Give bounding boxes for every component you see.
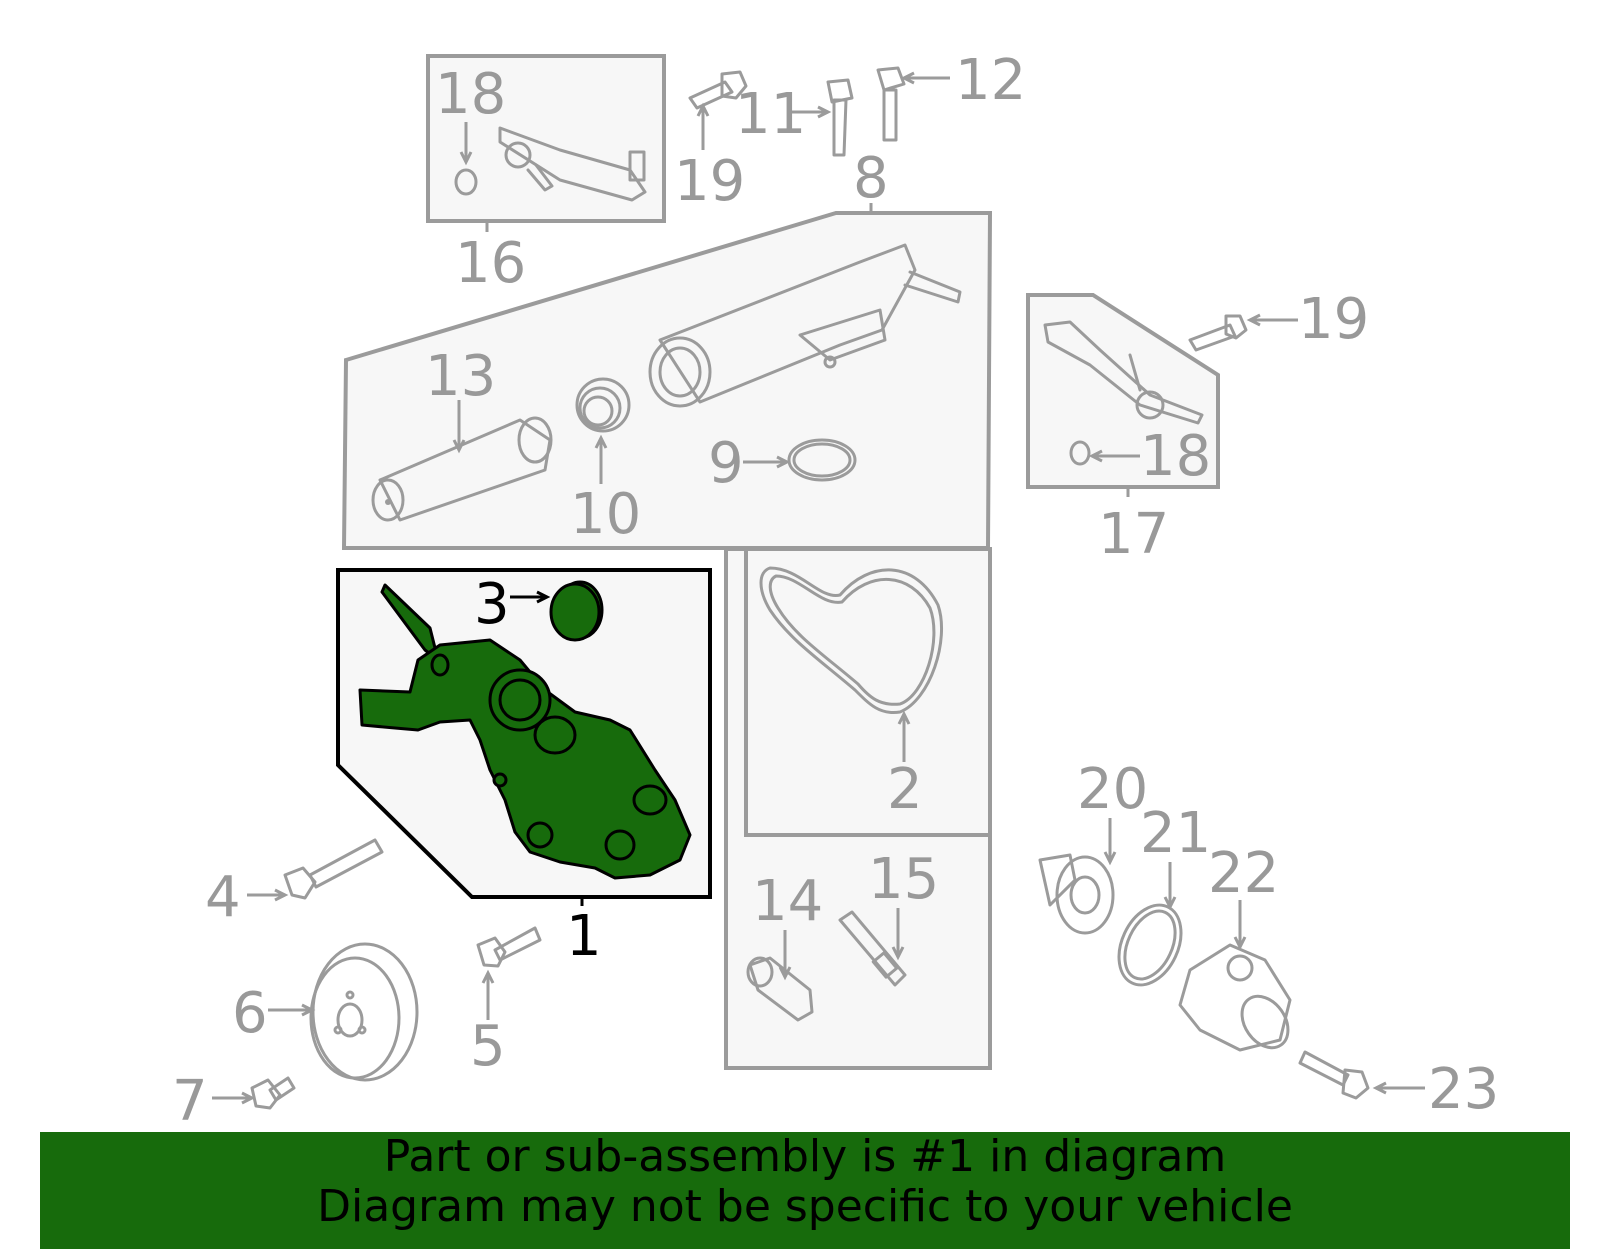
gasket-21-icon <box>1117 903 1183 987</box>
callout-2: 2 <box>887 757 923 822</box>
callout-23: 23 <box>1428 1057 1499 1122</box>
bolt-11-icon <box>826 78 854 157</box>
callout-18a: 18 <box>435 62 506 127</box>
pulley-6-icon <box>309 942 419 1082</box>
sensor-15-icon <box>838 910 907 987</box>
callout-19a: 19 <box>674 149 745 214</box>
callout-6: 6 <box>232 981 268 1046</box>
callout-10: 10 <box>570 482 641 547</box>
callout-11: 11 <box>735 82 806 147</box>
bolt-19b-icon <box>1188 314 1248 352</box>
callout-17: 17 <box>1098 502 1169 567</box>
callout-4: 4 <box>205 865 241 930</box>
bolt-5-icon <box>476 926 542 968</box>
coolant-tube-8-icon <box>648 243 962 408</box>
callout-9: 9 <box>708 431 744 496</box>
bolt-4-icon <box>283 838 384 900</box>
callout-13: 13 <box>425 344 496 409</box>
bolt-23-icon <box>1298 1050 1370 1100</box>
callout-22: 22 <box>1208 841 1279 906</box>
banner-line-1: Part or sub-assembly is #1 in diagram <box>383 1131 1227 1182</box>
callout-7: 7 <box>172 1069 208 1134</box>
banner-line-2: Diagram may not be specific to your vehi… <box>317 1181 1293 1232</box>
callout-15: 15 <box>868 847 939 912</box>
callout-8: 8 <box>853 146 889 211</box>
leader-line-3 <box>510 590 551 604</box>
panel-14-15 <box>724 547 992 1070</box>
seal-3-icon <box>549 582 601 642</box>
callout-14: 14 <box>752 869 823 934</box>
callout-labels: 1 2 3 4 5 6 7 8 9 10 11 12 13 14 15 16 1… <box>172 48 1499 1134</box>
callout-20: 20 <box>1077 757 1148 822</box>
thermostat-housing-22-icon <box>1178 943 1292 1052</box>
gasket-2-icon <box>759 566 943 715</box>
callout-12: 12 <box>955 48 1026 113</box>
leader-lines <box>212 71 1425 1105</box>
bolt-12-icon <box>876 66 906 142</box>
thermostat-20-icon <box>1038 853 1115 935</box>
sensor-14-icon <box>746 956 814 1022</box>
o-ring-9-icon <box>787 438 857 482</box>
callout-18b: 18 <box>1140 424 1211 489</box>
bolt-7-icon <box>250 1076 296 1110</box>
pipe-13-icon <box>371 416 553 522</box>
callout-1: 1 <box>566 904 602 969</box>
bolt-19a-icon <box>688 70 748 110</box>
coolant-pipe-16-icon <box>454 126 647 202</box>
coolant-pipe-17-icon <box>1043 320 1204 466</box>
callout-19b: 19 <box>1298 287 1369 352</box>
panel-8 <box>341 203 993 550</box>
callout-21: 21 <box>1140 801 1211 866</box>
callout-5: 5 <box>470 1014 506 1079</box>
callout-3: 3 <box>474 572 510 637</box>
notice-banner: Part or sub-assembly is #1 in diagram Di… <box>40 1132 1570 1249</box>
seal-10-icon <box>575 377 631 433</box>
callout-16: 16 <box>455 231 526 296</box>
